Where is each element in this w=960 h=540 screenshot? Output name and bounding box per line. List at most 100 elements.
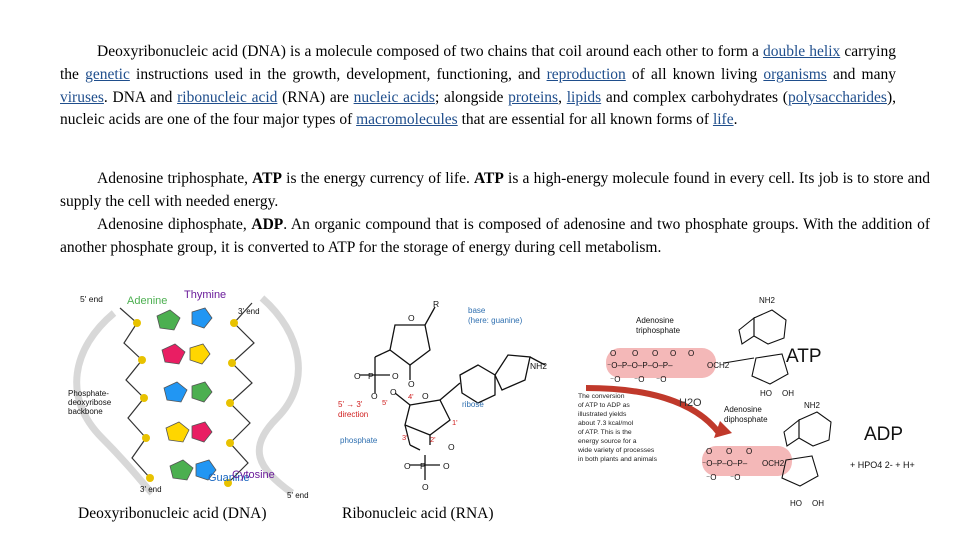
dna-label-3-end-top: 3' end [238,307,260,316]
link-organisms[interactable]: organisms [763,65,827,83]
rna-label-direction-1: 5' → 3' [338,400,363,409]
dna-double-helix-figure: 5' end Adenine Thymine 3' end Phosphate-… [68,289,309,500]
rna-label-phosphate: phosphate [340,436,378,445]
atp-big-label: ATP [786,346,822,367]
dna-label-backbone-1: Phosphate- [68,389,109,398]
svg-text:O: O [652,349,658,358]
link-reproduction[interactable]: reproduction [546,65,626,83]
paragraph-adp: Adenosine diphosphate, ADP. An organic c… [60,216,930,256]
dna-backbone-right [227,302,255,484]
svg-text:⁻O: ⁻O [706,473,716,482]
water-label: H2O [679,397,702,409]
dna-label-cytosine: Cytosine [232,469,275,481]
adp-oh: OH [812,499,824,508]
atp-term: ATP [474,170,504,187]
svg-text:in both plants and animals: in both plants and animals [578,456,658,463]
adp-structure [781,411,832,487]
adp-label-adenosine-2: diphosphate [724,415,768,424]
dna-label-backbone-2: deoxyribose [68,398,112,407]
rna-label-base-1: base [468,306,486,315]
caption-dna: Deoxyribonucleic acid (DNA) [78,505,267,522]
svg-text:O: O [408,313,415,323]
caption-rna: Ribonucleic acid (RNA) [342,505,494,522]
atp-label-adenosine-1: Adenosine [636,316,674,325]
svg-text:O: O [726,447,732,456]
svg-text:R: R [433,299,439,309]
dna-label-thymine: Thymine [184,289,226,301]
dna-label-5-end-bottom: 5' end [287,491,309,500]
atp-ho: HO [760,389,772,398]
link-macromolecules[interactable]: macromolecules [356,111,458,129]
svg-text:5': 5' [382,398,388,407]
dna-label-adenine: Adenine [127,295,167,307]
svg-text:P: P [368,371,374,381]
paragraph-dna: Deoxyribonucleic acid (DNA) is a molecul… [60,43,897,129]
adp-label-adenosine-1: Adenosine [724,405,762,414]
link-genetic[interactable]: genetic [85,65,130,83]
svg-text:wide variety of processes: wide variety of processes [577,447,655,454]
svg-text:NH2: NH2 [530,361,547,371]
paragraph-atp: Adenosine triphosphate, ATP is the energ… [60,170,930,210]
adp-products: + HPO4 2- + H+ [850,460,915,470]
svg-text:1': 1' [452,418,458,427]
atp-och2: OCH2 [707,361,730,370]
dna-label-guanine: Guanine [208,472,250,484]
adp-nh2: NH2 [804,401,821,410]
svg-text:O: O [371,391,378,401]
svg-text:O: O [392,371,399,381]
adp-ho: HO [790,499,802,508]
adp-och2: OCH2 [762,459,785,468]
svg-text:O: O [632,349,638,358]
svg-text:3': 3' [402,433,408,442]
svg-text:O: O [448,442,455,452]
link-nucleic-acids[interactable]: nucleic acids [353,88,435,106]
svg-text:O: O [404,461,411,471]
link-life[interactable]: life [712,111,734,129]
dna-backbone-left [119,307,151,479]
adp-term: ADP [251,216,284,233]
adp-big-label: ADP [864,424,903,445]
svg-text:O: O [610,349,616,358]
link-proteins[interactable]: proteins [508,88,559,106]
link-double-helix[interactable]: double helix [762,43,841,60]
svg-text:O: O [706,447,712,456]
svg-text:illustrated yields: illustrated yields [578,411,627,418]
svg-text:⁻O: ⁻O [656,375,666,384]
svg-text:O: O [422,482,429,492]
phosphate-groups [133,319,238,487]
svg-text:O: O [408,379,415,389]
svg-text:O: O [443,461,450,471]
atp-phosphate-highlight [606,348,716,378]
svg-text:O: O [422,391,429,401]
link-lipids[interactable]: lipids [566,88,602,106]
svg-text:of ATP. This is the: of ATP. This is the [578,429,632,436]
svg-text:O: O [390,387,397,397]
svg-text:2': 2' [430,435,436,444]
atp-structure [723,309,789,385]
rna-label-ribose: ribose [462,400,484,409]
link-viruses[interactable]: viruses [60,88,104,106]
base-pairs [156,307,217,481]
svg-text:O: O [688,349,694,358]
atp-nh2: NH2 [759,296,776,305]
atp-oh: OH [782,389,794,398]
svg-text:P: P [420,461,426,471]
svg-text:O: O [746,447,752,456]
svg-text:about 7.3 kcal/mol: about 7.3 kcal/mol [578,420,634,427]
link-polysaccharides[interactable]: polysaccharides [787,88,887,106]
rna-label-direction-2: direction [338,410,368,419]
adp-phosphate-highlight [702,446,792,476]
rna-structure-bonds [360,306,546,480]
dna-label-5-end-top: 5' end [80,294,103,304]
svg-text:⁻O–P–O–P–O–P–: ⁻O–P–O–P–O–P– [607,361,673,370]
svg-text:4': 4' [408,392,414,401]
conversion-arrow [585,385,722,435]
dna-label-backbone-3: backbone [68,407,103,416]
link-ribonucleic-acid[interactable]: ribonucleic acid [177,88,278,106]
atp-label-adenosine-2: triphosphate [636,326,681,335]
